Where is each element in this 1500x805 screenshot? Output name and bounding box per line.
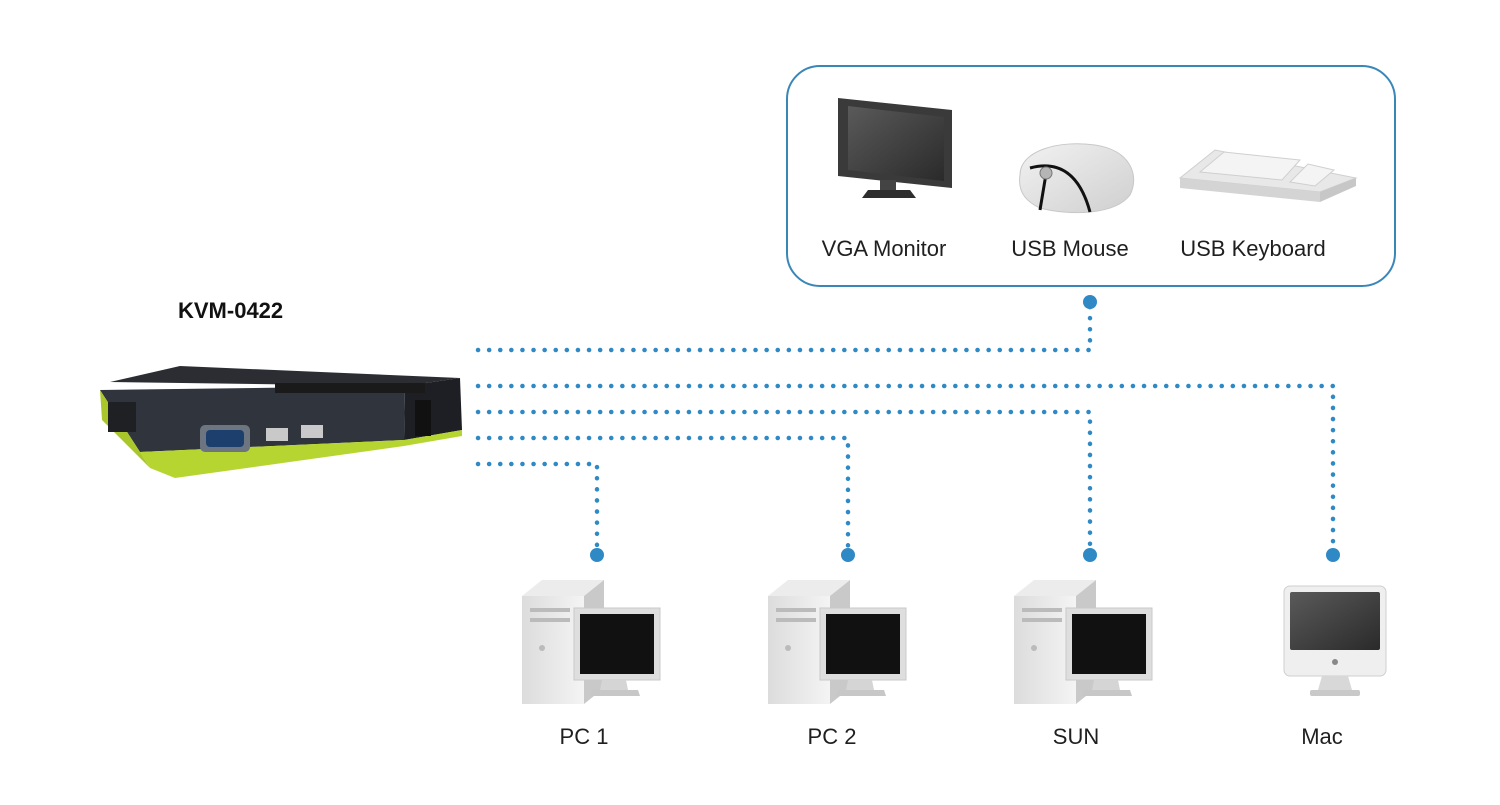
sun-pc-icon <box>1014 580 1153 704</box>
peripheral-label-vga-monitor: VGA Monitor <box>821 236 947 261</box>
line-to-sun <box>475 409 1093 553</box>
endpoint-dot-peripherals <box>1083 295 1097 309</box>
endpoint-dot-pc2 <box>841 548 855 562</box>
mac-icon <box>1283 585 1387 696</box>
usb-keyboard-icon <box>1178 149 1358 202</box>
kvm-switch-icon <box>100 366 462 478</box>
pc-2-icon <box>768 580 907 704</box>
connector-endpoints <box>590 295 1340 562</box>
peripheral-group-box <box>786 65 1396 287</box>
usb-mouse-icon <box>1019 143 1135 214</box>
line-to-pc1 <box>475 461 600 553</box>
line-to-pc2 <box>475 435 851 553</box>
computer-label-pc1: PC 1 <box>559 724 609 749</box>
peripheral-label-usb-mouse: USB Mouse <box>1011 236 1129 261</box>
endpoint-dot-pc1 <box>590 548 604 562</box>
peripheral-label-usb-keyboard: USB Keyboard <box>1180 236 1326 261</box>
computer-label-sun: SUN <box>1052 724 1100 749</box>
computer-label-pc2: PC 2 <box>807 724 857 749</box>
line-to-mac <box>475 383 1336 553</box>
vga-monitor-icon <box>838 98 952 198</box>
device-name-label: KVM-0422 <box>178 298 284 323</box>
computer-label-mac: Mac <box>1301 724 1343 749</box>
endpoint-dot-mac <box>1326 548 1340 562</box>
pc-1-icon <box>522 580 661 704</box>
line-to-peripherals <box>475 302 1093 353</box>
endpoint-dot-sun <box>1083 548 1097 562</box>
connector-lines <box>475 302 1336 553</box>
